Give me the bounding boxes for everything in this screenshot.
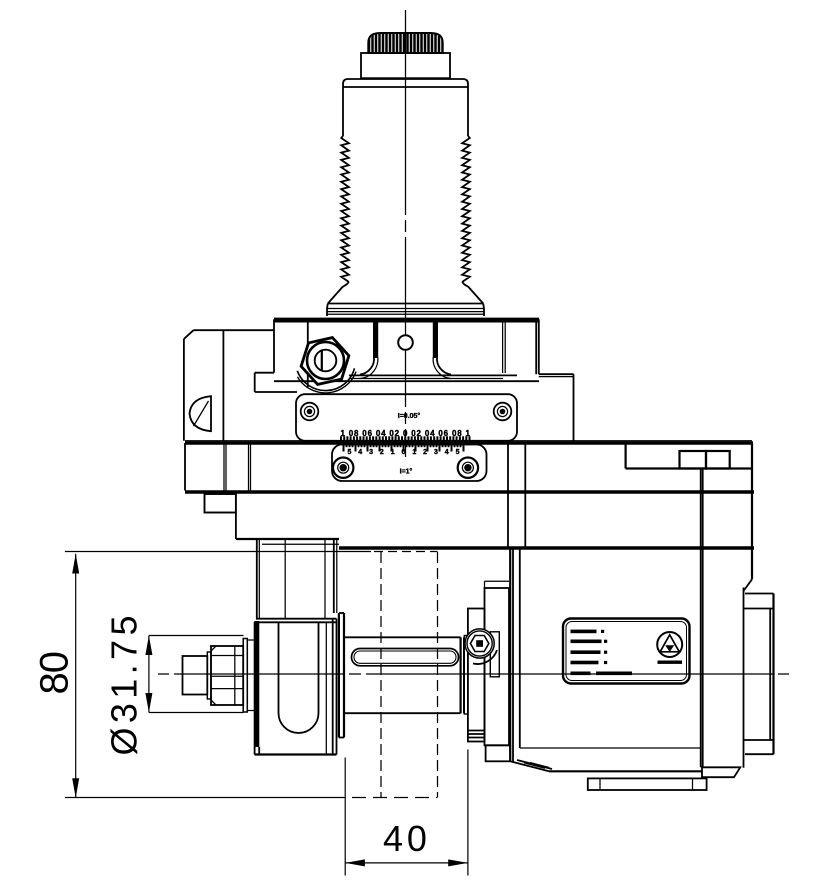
svg-text:5 4 3 2 1 0 1 2 3 4 5: 5 4 3 2 1 0 1 2 3 4 5	[348, 449, 460, 456]
svg-text:80: 80	[33, 651, 77, 695]
svg-text:1 08 06 04 02 0 02 04 06 08 1: 1 08 06 04 02 0 02 04 06 08 1	[340, 429, 470, 438]
svg-text:I=0.05°: I=0.05°	[398, 412, 421, 420]
svg-text:I=1°: I=1°	[400, 468, 413, 476]
svg-text:Ø31.75: Ø31.75	[104, 616, 145, 756]
